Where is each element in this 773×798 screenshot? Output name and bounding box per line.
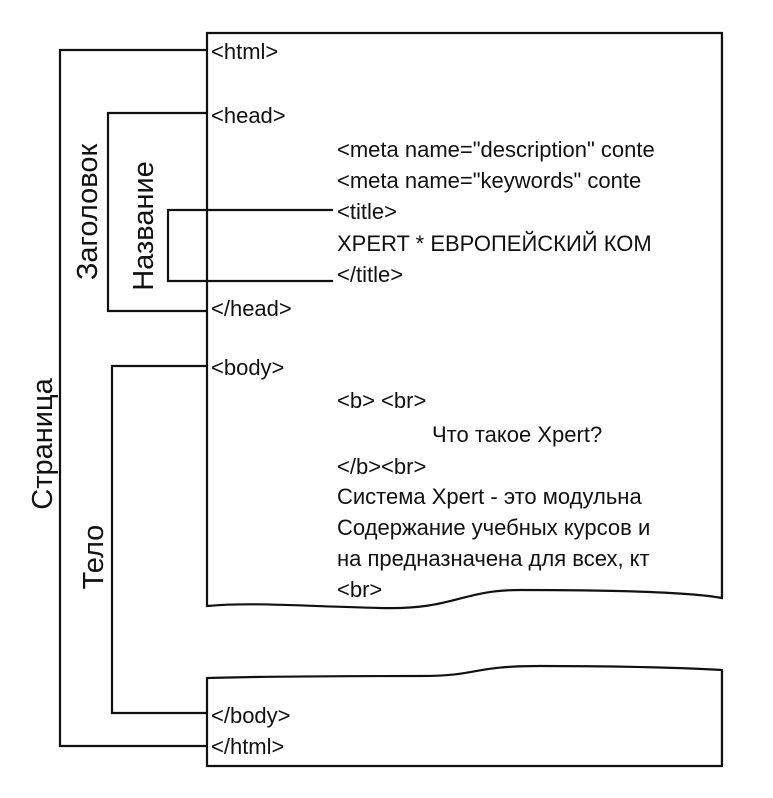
paragraph-line-2: Содержание учебных курсов и [337, 515, 650, 540]
title-text: XPERT * ЕВРОПЕЙСКИЙ КОМ [337, 231, 652, 256]
head-close-tag: </head> [211, 296, 292, 321]
lower-page-sheet [205, 664, 724, 768]
html-close-tag: </html> [211, 734, 284, 759]
title-close-tag: </title> [337, 262, 403, 287]
body-bracket [110, 364, 207, 715]
head-bracket [106, 111, 207, 313]
bold-close-br-tags: </b><br> [337, 454, 426, 479]
paragraph-line-3: на предназначена для всех, кт [337, 546, 650, 571]
page-label: Страница [27, 377, 59, 509]
title-label: Название [128, 161, 160, 291]
title-bracket [166, 208, 333, 283]
question-text: Что такое Xpert? [432, 422, 602, 447]
body-label: Тело [78, 525, 110, 590]
title-open-tag: <title> [337, 199, 397, 224]
html-open-tag: <html> [211, 39, 278, 64]
body-close-tag: </body> [211, 703, 291, 728]
head-label: Заголовок [72, 144, 104, 281]
page-bracket [58, 48, 207, 748]
paragraph-line-1: Система Xpert - это модульна [337, 484, 642, 509]
meta-keywords-tag: <meta name="keywords" conte [337, 168, 641, 193]
head-open-tag: <head> [211, 103, 286, 128]
right-margin-cover [723, 0, 773, 798]
br-tag: <br> [337, 577, 382, 602]
upper-page-sheet [205, 31, 724, 610]
bold-br-tags: <b> <br> [337, 388, 426, 413]
meta-description-tag: <meta name="description" conte [337, 137, 655, 162]
body-open-tag: <body> [211, 355, 284, 380]
